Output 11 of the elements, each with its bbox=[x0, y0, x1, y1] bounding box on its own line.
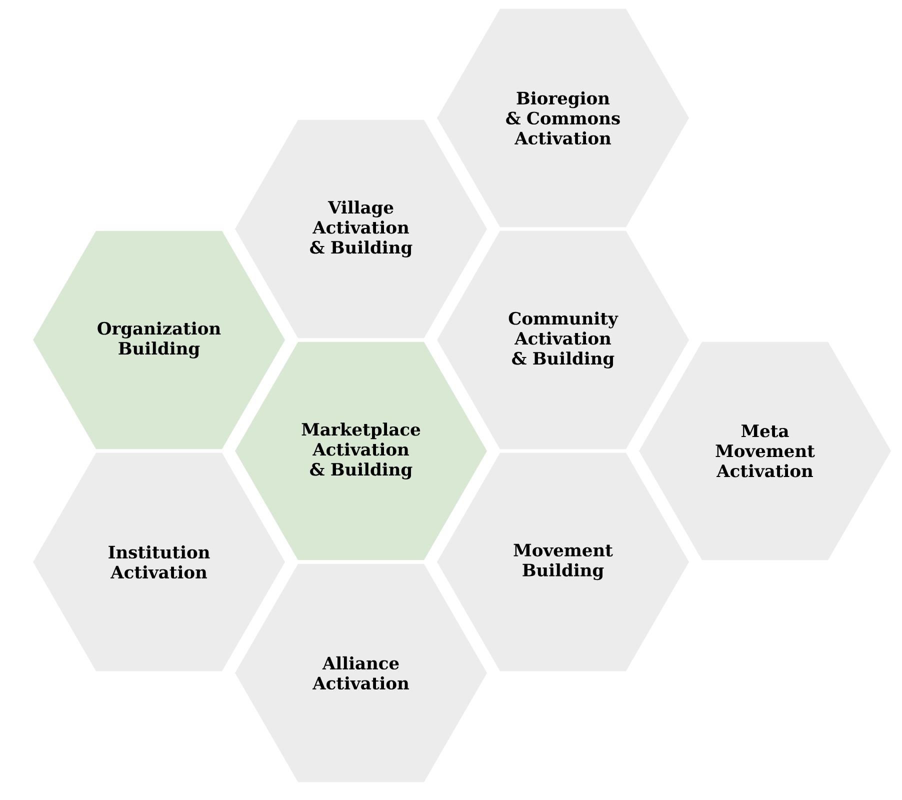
hexagon: Organization Building bbox=[33, 230, 285, 450]
hexagon: Village Activation & Building bbox=[235, 120, 487, 338]
hexagon: Bioregion & Commons Activation bbox=[437, 8, 689, 228]
hexagon: Marketplace Activation & Building bbox=[235, 342, 487, 560]
node-label: Meta Movement Activation bbox=[716, 424, 815, 478]
hexagon: Institution Activation bbox=[33, 452, 285, 672]
hexagon: Movement Building bbox=[437, 452, 689, 672]
hexagon: Meta Movement Activation bbox=[639, 342, 891, 560]
node-label: Village Activation & Building bbox=[310, 200, 412, 258]
hexagon: Community Activation & Building bbox=[437, 230, 689, 450]
hexagon: Alliance Activation bbox=[235, 564, 487, 782]
